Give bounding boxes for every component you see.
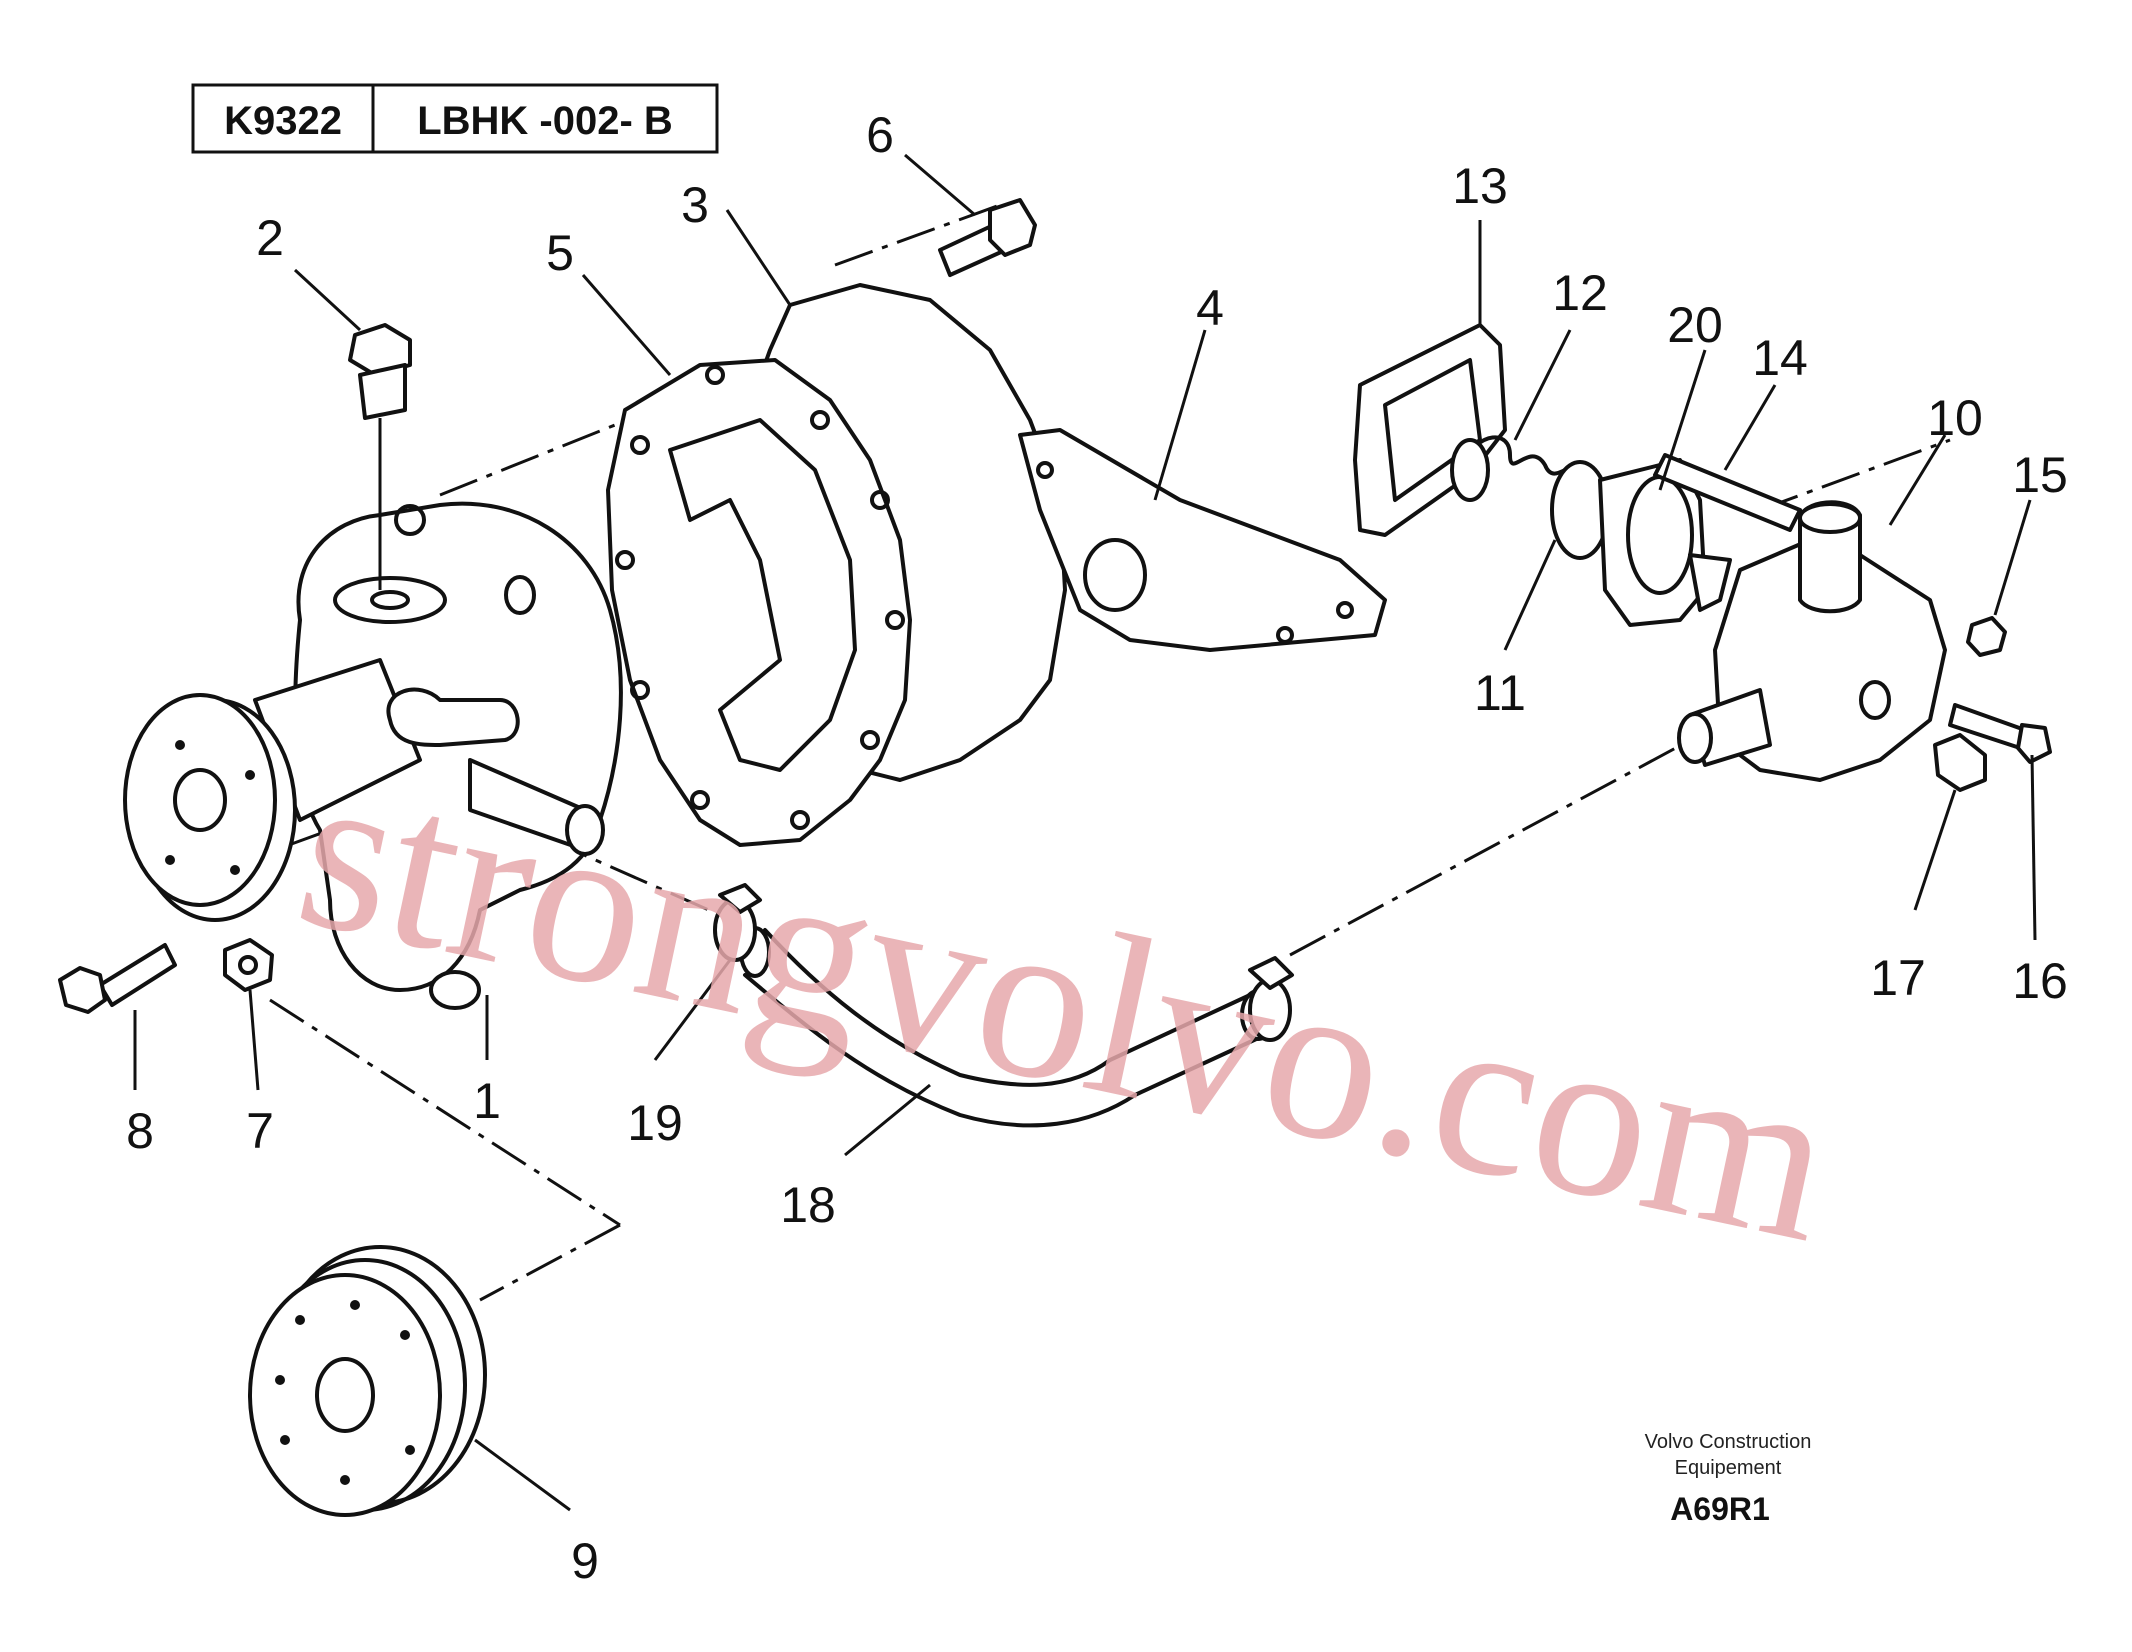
callout-8: 8: [126, 1103, 154, 1159]
ref-code: K9322: [224, 99, 342, 143]
plug: [348, 323, 412, 590]
bolt-8: [58, 943, 177, 1014]
callout-13: 13: [1452, 158, 1508, 214]
callout-1: 1: [473, 1073, 501, 1129]
callout-12: 12: [1552, 265, 1608, 321]
callout-18: 18: [780, 1177, 836, 1233]
callout-16: 16: [2012, 953, 2068, 1009]
hose-clamp-left: [713, 883, 762, 962]
drawing-code: LBHK -002- B: [417, 99, 673, 143]
pump-hub-flange: [123, 693, 297, 922]
bracket-gasket: [1018, 428, 1387, 652]
callout-2: 2: [256, 210, 284, 266]
leader-lines: [133, 153, 2037, 1512]
water-pump-body: [253, 501, 623, 1010]
gasket: [606, 358, 912, 847]
callout-10: 10: [1927, 390, 1983, 446]
callout-15: 15: [2012, 447, 2068, 503]
pulley: [248, 1245, 487, 1517]
nut-15: [1966, 616, 2007, 657]
callout-14: 14: [1752, 330, 1808, 386]
watermark: strongvolvo.com: [280, 718, 1851, 1290]
stud: [1653, 453, 1802, 532]
callout-9: 9: [571, 1533, 599, 1589]
callout-3: 3: [681, 177, 709, 233]
header-box: K9322 LBHK -002- B: [191, 83, 719, 154]
callout-19: 19: [627, 1095, 683, 1151]
nut-7: [223, 938, 274, 992]
bolt-top: [938, 198, 1037, 277]
hose-clamp-right: [1248, 956, 1294, 1042]
thermostat-gasket: [1353, 323, 1507, 537]
callout-7: 7: [246, 1103, 274, 1159]
callout-20: 20: [1667, 297, 1723, 353]
bolt-16: [1948, 703, 2052, 764]
drawing-number: A69R1: [1670, 1491, 1770, 1527]
credit-line-1: Volvo Construction: [1645, 1431, 1812, 1453]
thermostat-housing: [1677, 500, 1947, 782]
callout-4: 4: [1196, 280, 1224, 336]
assembly-axis-lines: [164, 203, 1951, 1302]
credit-block: Volvo Construction Equipement A69R1: [1645, 1431, 1812, 1527]
callout-6: 6: [866, 107, 894, 163]
credit-line-2: Equipement: [1675, 1457, 1782, 1479]
callout-labels: 1 2 3 4 5 6 7 8 9 10 11 12 13 14 15 16 1…: [126, 107, 2068, 1589]
callout-5: 5: [546, 225, 574, 281]
plug-17: [1933, 733, 1987, 792]
callout-17: 17: [1870, 950, 1926, 1006]
callout-11: 11: [1474, 665, 1526, 721]
